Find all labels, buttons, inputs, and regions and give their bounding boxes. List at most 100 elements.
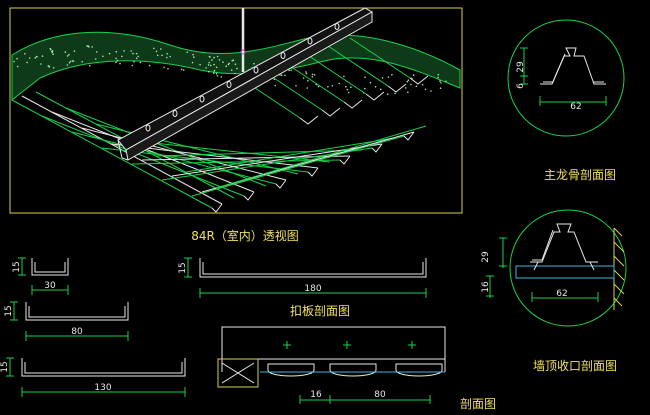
keel-holes <box>145 23 340 132</box>
speckle <box>47 65 50 67</box>
keel-hole <box>280 52 286 59</box>
speckle <box>131 64 134 67</box>
speckle <box>50 48 52 51</box>
panel-notch <box>275 179 287 189</box>
wall-h2-label: 16 <box>481 281 491 293</box>
profile-c30: 15 30 <box>12 257 69 295</box>
speckle <box>284 74 286 77</box>
c130-w-label: 130 <box>94 383 111 393</box>
speckle <box>51 50 54 52</box>
speckle <box>338 82 341 85</box>
perspective-view <box>9 7 463 214</box>
perspective-title: 84R（室内）透视图 <box>191 228 299 243</box>
hanger-clip <box>240 49 246 55</box>
speckle <box>51 51 53 54</box>
speckle <box>230 69 233 71</box>
speckle <box>216 55 219 58</box>
assembly-slab <box>221 326 446 360</box>
panel-edge <box>41 115 245 197</box>
panel-edge <box>155 149 363 157</box>
speckle <box>215 66 218 69</box>
speckle <box>290 69 292 72</box>
speckle <box>116 59 119 62</box>
speckle <box>234 63 237 65</box>
speckle <box>391 73 393 76</box>
speckle <box>205 67 207 69</box>
panel-edge <box>185 137 395 173</box>
speckle <box>231 60 233 62</box>
panel-edge <box>51 111 255 193</box>
panel-edge <box>131 159 341 165</box>
speckle <box>225 65 227 67</box>
speckle <box>192 53 194 56</box>
panel-notch <box>403 131 415 141</box>
speckle <box>406 80 409 83</box>
keel-hole <box>307 37 313 45</box>
panel-notch <box>321 107 341 117</box>
speckle <box>380 88 382 91</box>
speckle <box>307 79 309 82</box>
speckle <box>445 80 447 83</box>
panel-edge <box>349 37 411 79</box>
speckle <box>169 55 171 58</box>
speckle <box>155 50 158 53</box>
speckle <box>199 63 201 66</box>
speckle <box>115 61 117 64</box>
panel-edge <box>71 131 277 185</box>
speckle <box>91 46 93 48</box>
speckle <box>95 51 98 53</box>
speckle <box>407 79 410 81</box>
panel-edge <box>191 135 405 197</box>
main-keel-profile <box>540 47 606 85</box>
speckle <box>40 63 42 65</box>
speckle <box>253 62 255 65</box>
speckle <box>26 61 28 64</box>
profile-c130: 15 130 <box>0 357 186 397</box>
speckle <box>193 56 195 58</box>
speckle <box>386 93 389 95</box>
speckle <box>153 47 155 50</box>
speckle <box>215 72 218 75</box>
speckle <box>16 57 18 60</box>
assembly-section: 16 80 <box>217 326 446 404</box>
speckle <box>394 92 396 95</box>
speckle <box>295 85 297 87</box>
speckle <box>213 56 215 59</box>
speckle <box>305 72 308 75</box>
speckle <box>236 67 238 70</box>
panel-notch <box>371 143 383 153</box>
speckle <box>108 52 111 55</box>
main-keel-title: 主龙骨剖面图 <box>544 168 616 182</box>
wall-panel-strip <box>515 265 615 279</box>
speckle <box>135 57 138 60</box>
assembly-panel <box>267 363 315 377</box>
keel-hole <box>334 23 340 30</box>
speckle <box>305 71 307 73</box>
panel-notch <box>299 115 319 125</box>
speckle <box>381 77 384 79</box>
wall-w-label: 62 <box>556 289 567 299</box>
main-keel-section: 29 6 62 <box>507 19 625 137</box>
assembly-anchors <box>283 341 416 349</box>
wall-top-title: 墙顶收口剖面图 <box>533 359 617 373</box>
speckle <box>186 51 188 54</box>
speckle <box>102 55 104 58</box>
speckle <box>121 55 123 58</box>
speckle <box>220 76 223 78</box>
c30-w-label: 30 <box>44 281 56 291</box>
speckle <box>41 55 44 57</box>
speckle <box>73 50 76 52</box>
panel-section: 15 180 <box>178 257 427 298</box>
speckle <box>13 60 15 63</box>
profile-c80: 15 80 <box>4 301 129 341</box>
speckle <box>191 61 194 64</box>
speckle <box>28 57 31 59</box>
speckle <box>133 61 135 63</box>
main-keel-circle <box>507 19 625 137</box>
speckle <box>347 91 350 94</box>
speckle <box>66 64 69 66</box>
speckle <box>68 62 71 64</box>
speckle <box>350 86 352 88</box>
speckle <box>387 76 390 78</box>
keel-hole <box>145 124 151 132</box>
